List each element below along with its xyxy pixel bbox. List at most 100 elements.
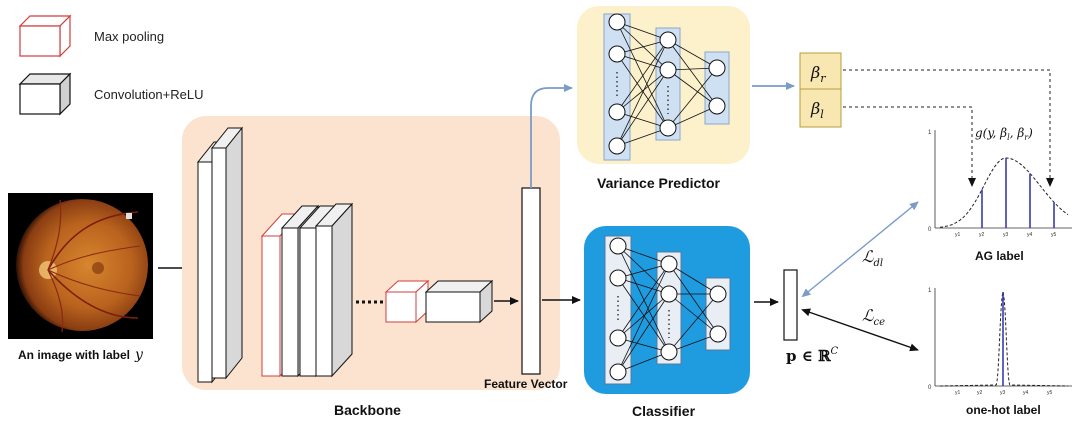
variance-predictor-label: Variance Predictor [597, 175, 721, 191]
network-edge [617, 263, 670, 373]
network-node [609, 363, 627, 381]
feature-vector-label: Feature Vector [484, 377, 568, 391]
ag-xtick: y2 [979, 232, 985, 238]
network-edge [667, 69, 718, 107]
ag-curve [939, 157, 1069, 228]
network-edge [617, 263, 670, 339]
network-edge [616, 69, 669, 147]
network-node [708, 59, 726, 77]
max-pooling-legend-icon [18, 14, 72, 58]
network-edge [617, 337, 670, 353]
beta-r-dashed-arrow [843, 69, 1054, 187]
network-node [608, 137, 626, 155]
network-node [659, 61, 677, 79]
loss-dl-arrow [801, 201, 919, 298]
ag-label-title: AG label [975, 249, 1024, 263]
loss-dl-label: ℒdl [862, 247, 883, 269]
network-edge [668, 293, 719, 353]
onehot-ytick-bottom: 0 [928, 385, 932, 391]
loss-ce-label: ℒce [862, 306, 885, 328]
network-edge [617, 245, 670, 353]
beta-r-box [799, 52, 842, 90]
one-hot-label-title: one-hot label [966, 403, 1041, 417]
network-edge [616, 69, 669, 113]
ag-xtick: y5 [1051, 232, 1057, 238]
ag-label-plot: 1 0 y1 y2 y3 y4 y5 [928, 130, 1072, 238]
network-edge [617, 263, 670, 279]
network-edge [668, 293, 719, 335]
beta-r-symbol: βr [810, 63, 826, 85]
network-edge [616, 53, 669, 71]
network-node [660, 285, 678, 303]
network-node [659, 119, 677, 137]
network-node [608, 13, 626, 31]
network-edge [616, 21, 669, 41]
output-vector-bar [783, 269, 798, 341]
onehot-xtick: y5 [1047, 390, 1053, 396]
arrow-to-variance-predictor [530, 84, 573, 188]
network-edge [668, 263, 719, 335]
network-edge [617, 351, 670, 373]
ag-xtick: y1 [955, 232, 961, 238]
variance-predictor-network [603, 13, 730, 161]
network-node [609, 237, 627, 255]
conv-relu-legend-icon [18, 72, 72, 116]
feature-vector-bar [521, 187, 541, 375]
network-edge [616, 39, 669, 55]
onehot-xtick: y4 [1023, 390, 1029, 396]
network-node [608, 103, 626, 121]
conv-block-1 [196, 126, 244, 384]
legend: Max pooling Convolution+ReLU [18, 14, 203, 116]
classifier-label: Classifier [632, 403, 696, 419]
beta-l-box [799, 88, 842, 128]
pool-conv-block-2 [260, 202, 354, 378]
network-edge [617, 245, 670, 295]
network-edge [668, 263, 719, 295]
onehot-xtick: y3 [1000, 390, 1006, 396]
ag-xtick: y3 [1003, 232, 1009, 238]
beta-l-symbol: βl [810, 99, 824, 121]
network-node [709, 325, 727, 343]
ag-xtick: y4 [1027, 232, 1033, 238]
network-edge [616, 21, 669, 129]
network-edge [616, 39, 669, 147]
network-edge [617, 277, 670, 353]
network-node [708, 97, 726, 115]
network-edge [616, 39, 669, 113]
ag-ytick-top: 1 [928, 130, 932, 136]
onehot-ytick-top: 1 [928, 288, 932, 294]
backbone-label: Backbone [334, 402, 401, 418]
ag-ytick-bottom: 0 [928, 227, 932, 233]
onehot-xtick: y2 [977, 390, 983, 396]
loss-ce-arrow [801, 308, 919, 352]
network-node [608, 45, 626, 63]
network-edge [667, 39, 718, 69]
network-edge [616, 111, 669, 129]
network-node [660, 255, 678, 273]
legend-conv-relu-label: Convolution+ReLU [94, 87, 203, 102]
network-edge [617, 245, 670, 265]
network-edge [617, 293, 670, 339]
output-vector-label: p ∈ ℝC [786, 346, 839, 365]
input-image [8, 193, 153, 339]
network-edge [667, 39, 718, 107]
one-hot-plot: 1 0 y1 y2 y3 y4 y5 [928, 288, 1072, 396]
g-function-label: g(y, βl, βr) [975, 126, 1033, 142]
network-edge [617, 277, 670, 295]
network-edge [667, 105, 718, 129]
network-edge [616, 21, 669, 71]
network-node [659, 31, 677, 49]
network-node [660, 343, 678, 361]
legend-max-pooling-label: Max pooling [94, 29, 164, 44]
network-edge [667, 67, 718, 129]
onehot-xtick: y1 [955, 390, 961, 396]
network-edge [616, 127, 669, 147]
classifier-network [604, 235, 731, 385]
pool-conv-block-last [384, 279, 494, 324]
network-edge [617, 293, 670, 373]
onehot-curve [939, 290, 1069, 387]
network-edge [668, 333, 719, 353]
beta-l-dashed-arrow [843, 106, 976, 187]
